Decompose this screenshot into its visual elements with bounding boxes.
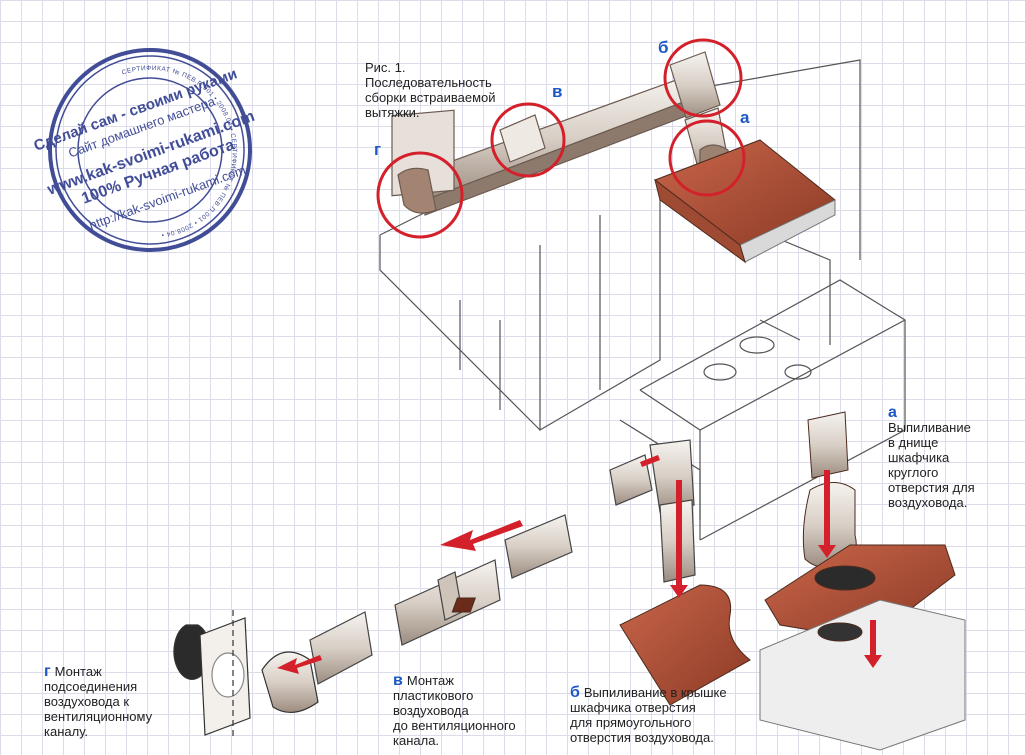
plastic-duct-parts (309, 439, 696, 685)
step-label-a: а Выпиливание в днище шкафчика круглого … (888, 404, 975, 511)
cabinet-top-board (451, 584, 751, 706)
step-g-text: Монтаж подсоединения воздуховода к венти… (44, 664, 153, 739)
callout-v: в (552, 82, 563, 101)
figure-caption: Рис. 1. Последовательность сборки встраи… (365, 60, 496, 120)
cabinet-wall-scene (379, 59, 906, 541)
wall-connection-part (173, 610, 319, 738)
step-g-key: г (44, 663, 51, 680)
range-hood-top (653, 139, 836, 264)
step-v-key: в (393, 672, 403, 689)
step-a-text: Выпиливание в днище шкафчика круглого от… (888, 420, 975, 510)
step-a-key: а (888, 404, 897, 421)
highlight-circles (376, 38, 746, 239)
callout-a: а (740, 108, 750, 127)
step-b-key: б (570, 684, 580, 701)
callout-b: б (658, 38, 669, 57)
step-b-text: Выпиливание в крышке шкафчика отверстия … (570, 685, 727, 745)
step-v-text: Монтаж пластикового воздуховода до венти… (393, 673, 516, 748)
watermark-stamp: СЕРТИФИКАТ № ПЕВ.П.001 • 2008.04 • СЕРТИ… (32, 40, 262, 252)
callout-g: г (374, 140, 382, 159)
assembly-arrows (277, 455, 882, 674)
cabinet-bottom-and-hood (759, 411, 966, 751)
